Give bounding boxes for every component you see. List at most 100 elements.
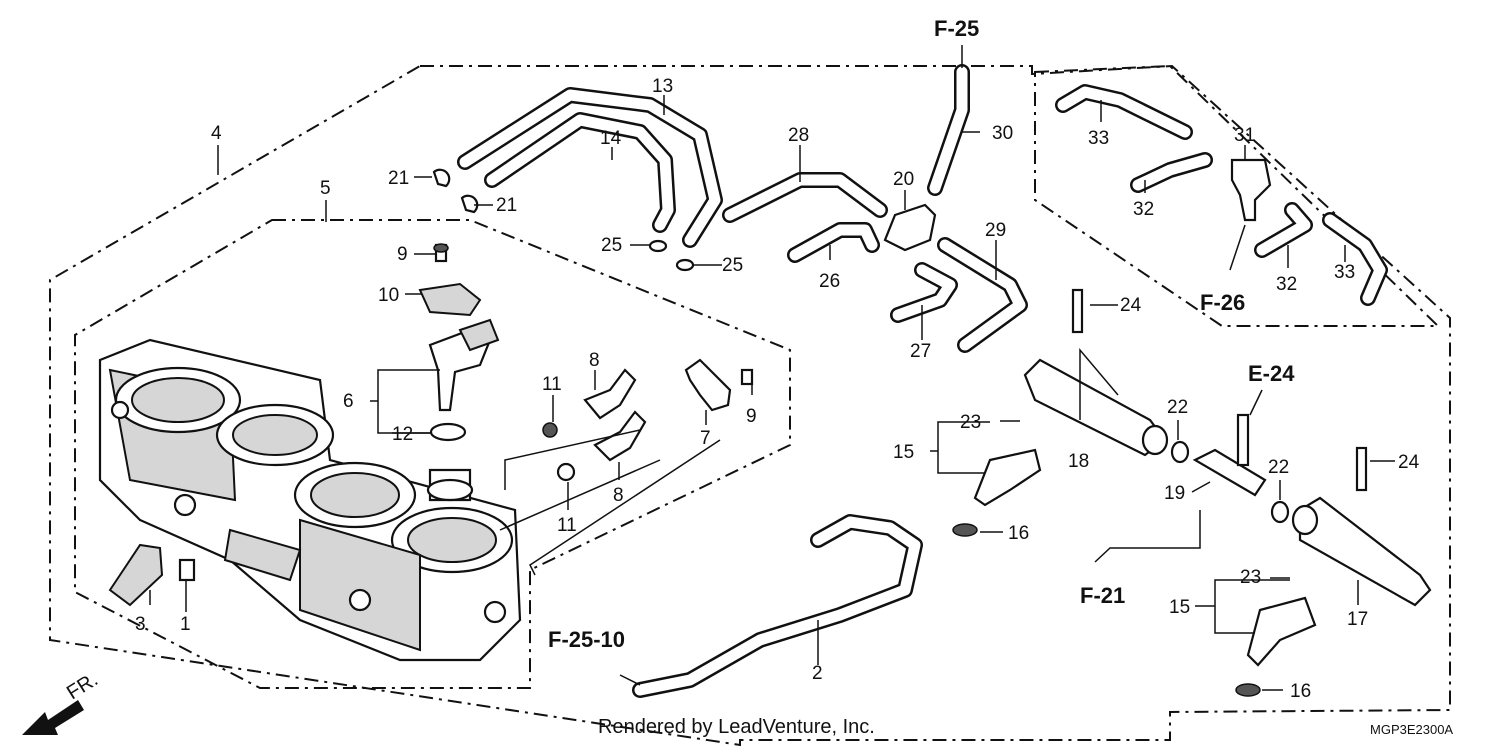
washer-11-lower [556, 462, 576, 482]
callout-21b: 21 [496, 195, 517, 216]
clip-21-lower [460, 194, 479, 214]
hose-13 [457, 87, 723, 248]
callout-4: 4 [211, 123, 222, 144]
callout-22a: 22 [1167, 397, 1188, 418]
screw-9-right [740, 368, 754, 386]
ref-label-f21: F-21 [1080, 583, 1125, 608]
callout-9a: 9 [397, 244, 408, 265]
callout-8a: 8 [589, 350, 600, 371]
callout-32b: 32 [1276, 274, 1297, 295]
ref-label-f26: F-26 [1200, 290, 1245, 315]
bolt-24-lower [1355, 446, 1368, 492]
rail-17 [1298, 496, 1432, 607]
callout-8b: 8 [613, 485, 624, 506]
callout-23b: 23 [1240, 567, 1261, 588]
callout-19: 19 [1164, 483, 1185, 504]
callout-23a: 23 [960, 412, 981, 433]
seal-16-upper [952, 523, 978, 537]
hose-27 [890, 262, 958, 323]
callout-25a: 25 [601, 235, 622, 256]
bracket-7 [684, 358, 732, 412]
rail-18-end [1141, 424, 1169, 456]
callout-6: 6 [343, 391, 354, 412]
hose-26 [787, 222, 880, 263]
throttle-body [98, 338, 522, 662]
diagram-code: MGP3E2300A [1370, 722, 1453, 737]
callout-5: 5 [320, 178, 331, 199]
joint-19-stem [1236, 413, 1250, 467]
front-marker-label: FR. [63, 669, 102, 705]
bracket-10 [418, 282, 482, 317]
bolt-24-upper [1071, 288, 1084, 334]
oring-12 [429, 422, 467, 442]
group-outline-33 [1034, 64, 1441, 327]
injector-15-upper [973, 448, 1042, 507]
callout-32a: 32 [1133, 199, 1154, 220]
oring-25-right [675, 258, 695, 272]
callout-10: 10 [378, 285, 399, 306]
callouts: 4 5 21 21 9 10 6 12 13 14 25 25 8 11 8 1… [135, 76, 1420, 702]
rail-17-end [1291, 504, 1319, 536]
callout-28: 28 [788, 125, 809, 146]
callout-21a: 21 [388, 168, 409, 189]
hose-29 [937, 237, 1028, 353]
callout-20: 20 [893, 169, 914, 190]
screw-9-upper-head [433, 243, 449, 253]
front-arrow-icon [22, 700, 84, 735]
hose-33-right [1322, 212, 1388, 306]
bracket-3 [108, 543, 164, 607]
callout-15b: 15 [1169, 597, 1190, 618]
ref-label-top: F-25 [934, 16, 979, 41]
sensor-6-connector [458, 318, 500, 352]
callout-15a: 15 [893, 442, 914, 463]
callout-7: 7 [700, 428, 711, 449]
callout-16b: 16 [1290, 681, 1311, 702]
washer-11-upper [542, 422, 558, 438]
ref-label-f2510: F-25-10 [548, 627, 625, 652]
callout-16a: 16 [1008, 523, 1029, 544]
leader-lines [149, 45, 1395, 691]
clip-21-upper [432, 168, 451, 188]
callout-9b: 9 [746, 406, 757, 427]
rendered-by-credit: Rendered by LeadVenture, Inc. [598, 716, 875, 738]
callout-33a: 33 [1088, 128, 1109, 149]
hose-28 [722, 172, 888, 223]
group-outline-4 [49, 64, 1451, 747]
ref-label-e24: E-24 [1248, 361, 1295, 386]
callout-1: 1 [180, 614, 191, 635]
callout-11b: 11 [557, 515, 577, 536]
hose-33-top [1055, 84, 1193, 140]
callout-27: 27 [910, 341, 931, 362]
hose-32-left [1130, 152, 1213, 193]
callout-33b: 33 [1334, 262, 1355, 283]
callout-2: 2 [812, 663, 823, 684]
separator-31 [1230, 158, 1272, 222]
hose-14 [484, 112, 676, 233]
callout-14: 14 [600, 128, 622, 149]
screw-1 [178, 558, 196, 582]
seal-16-lower [1235, 683, 1261, 697]
callout-24a: 24 [1120, 295, 1142, 316]
hose-32-right [1254, 202, 1313, 258]
callout-24b: 24 [1398, 452, 1420, 473]
group-outline-5 [74, 219, 791, 689]
oring-25-left [648, 239, 668, 253]
fitting-8-lower [593, 410, 647, 462]
fitting-8-upper [583, 368, 637, 420]
callout-26: 26 [819, 271, 840, 292]
callout-3: 3 [135, 614, 146, 635]
callout-18: 18 [1068, 451, 1089, 472]
callout-22b: 22 [1268, 457, 1289, 478]
hose-2 [632, 514, 923, 698]
injector-15-lower [1246, 596, 1317, 667]
callout-13: 13 [652, 76, 673, 97]
hose-30 [927, 64, 970, 196]
callout-17: 17 [1347, 609, 1368, 630]
callout-31: 31 [1234, 125, 1255, 146]
callout-30: 30 [992, 123, 1013, 144]
joint-19 [1192, 448, 1267, 497]
callout-12: 12 [392, 424, 413, 445]
joint-20 [883, 203, 937, 252]
callout-25b: 25 [722, 255, 743, 276]
